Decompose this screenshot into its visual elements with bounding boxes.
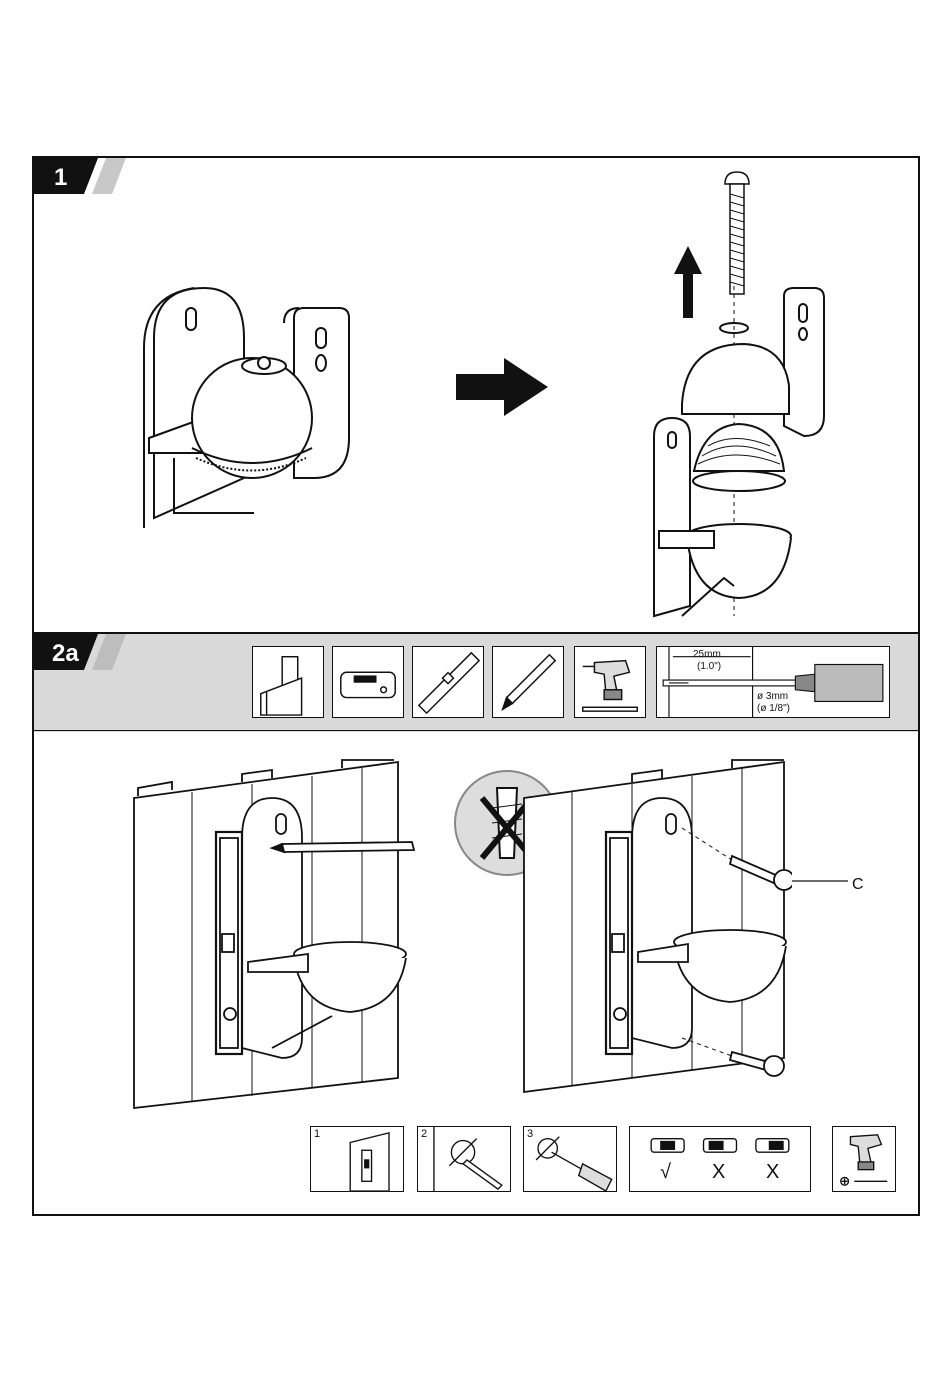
instruction-frame: 1 — [32, 156, 920, 1216]
arrow-right-icon — [456, 358, 551, 416]
level-check-panel: √ X X — [629, 1126, 811, 1192]
drill-depth-in: (1.0") — [697, 661, 721, 672]
drill-diameter-in: (ø 1/8") — [757, 703, 790, 714]
wall-mount-screwing-illustration — [522, 758, 792, 1098]
step-2a-badge — [34, 634, 129, 670]
cordless-drill-icon — [833, 1127, 895, 1191]
mark-hole-icon — [418, 1127, 510, 1191]
substep-3: 3 — [523, 1126, 617, 1192]
tool-level — [412, 646, 484, 718]
tool-stud-finder — [332, 646, 404, 718]
step-1-badge — [34, 158, 129, 194]
step-2a-number: 2a — [52, 640, 79, 668]
level-bad-mark-2: X — [766, 1161, 779, 1184]
spirit-level-icon — [413, 647, 483, 717]
wall-mount-marking-illustration — [132, 758, 462, 1118]
drill-hole-icon — [524, 1127, 616, 1191]
substep-2-number: 2 — [421, 1128, 427, 1140]
drill-icon — [575, 647, 645, 717]
tool-drill-depth: 25mm (1.0") ø 3mm (ø 1/8") — [656, 646, 890, 718]
screwdriver-drill-tile — [832, 1126, 896, 1192]
substep-1-number: 1 — [314, 1128, 320, 1140]
stud-finder-icon — [333, 647, 403, 717]
pencil-icon — [493, 647, 563, 717]
section-divider — [34, 730, 918, 731]
level-placement-icon — [311, 1127, 403, 1191]
substep-2: 2 — [417, 1126, 511, 1192]
level-good-mark: √ — [660, 1161, 671, 1184]
bracket-assembled-illustration — [134, 278, 374, 538]
tool-drill — [574, 646, 646, 718]
tool-pencil — [492, 646, 564, 718]
level-bad-mark-1: X — [712, 1161, 725, 1184]
wall-icon — [253, 647, 323, 717]
substep-3-number: 3 — [527, 1128, 533, 1140]
bolt-illustration — [722, 166, 752, 300]
drill-depth-mm: 25mm — [693, 649, 721, 660]
tool-wall — [252, 646, 324, 718]
screw-label-c: C — [852, 876, 864, 894]
step-1-number: 1 — [54, 164, 67, 192]
substep-1: 1 — [310, 1126, 404, 1192]
bracket-exploded-illustration — [634, 286, 834, 626]
section-divider — [34, 632, 918, 634]
screw-c-leader — [792, 876, 852, 886]
drill-diameter-mm: ø 3mm — [757, 691, 788, 702]
